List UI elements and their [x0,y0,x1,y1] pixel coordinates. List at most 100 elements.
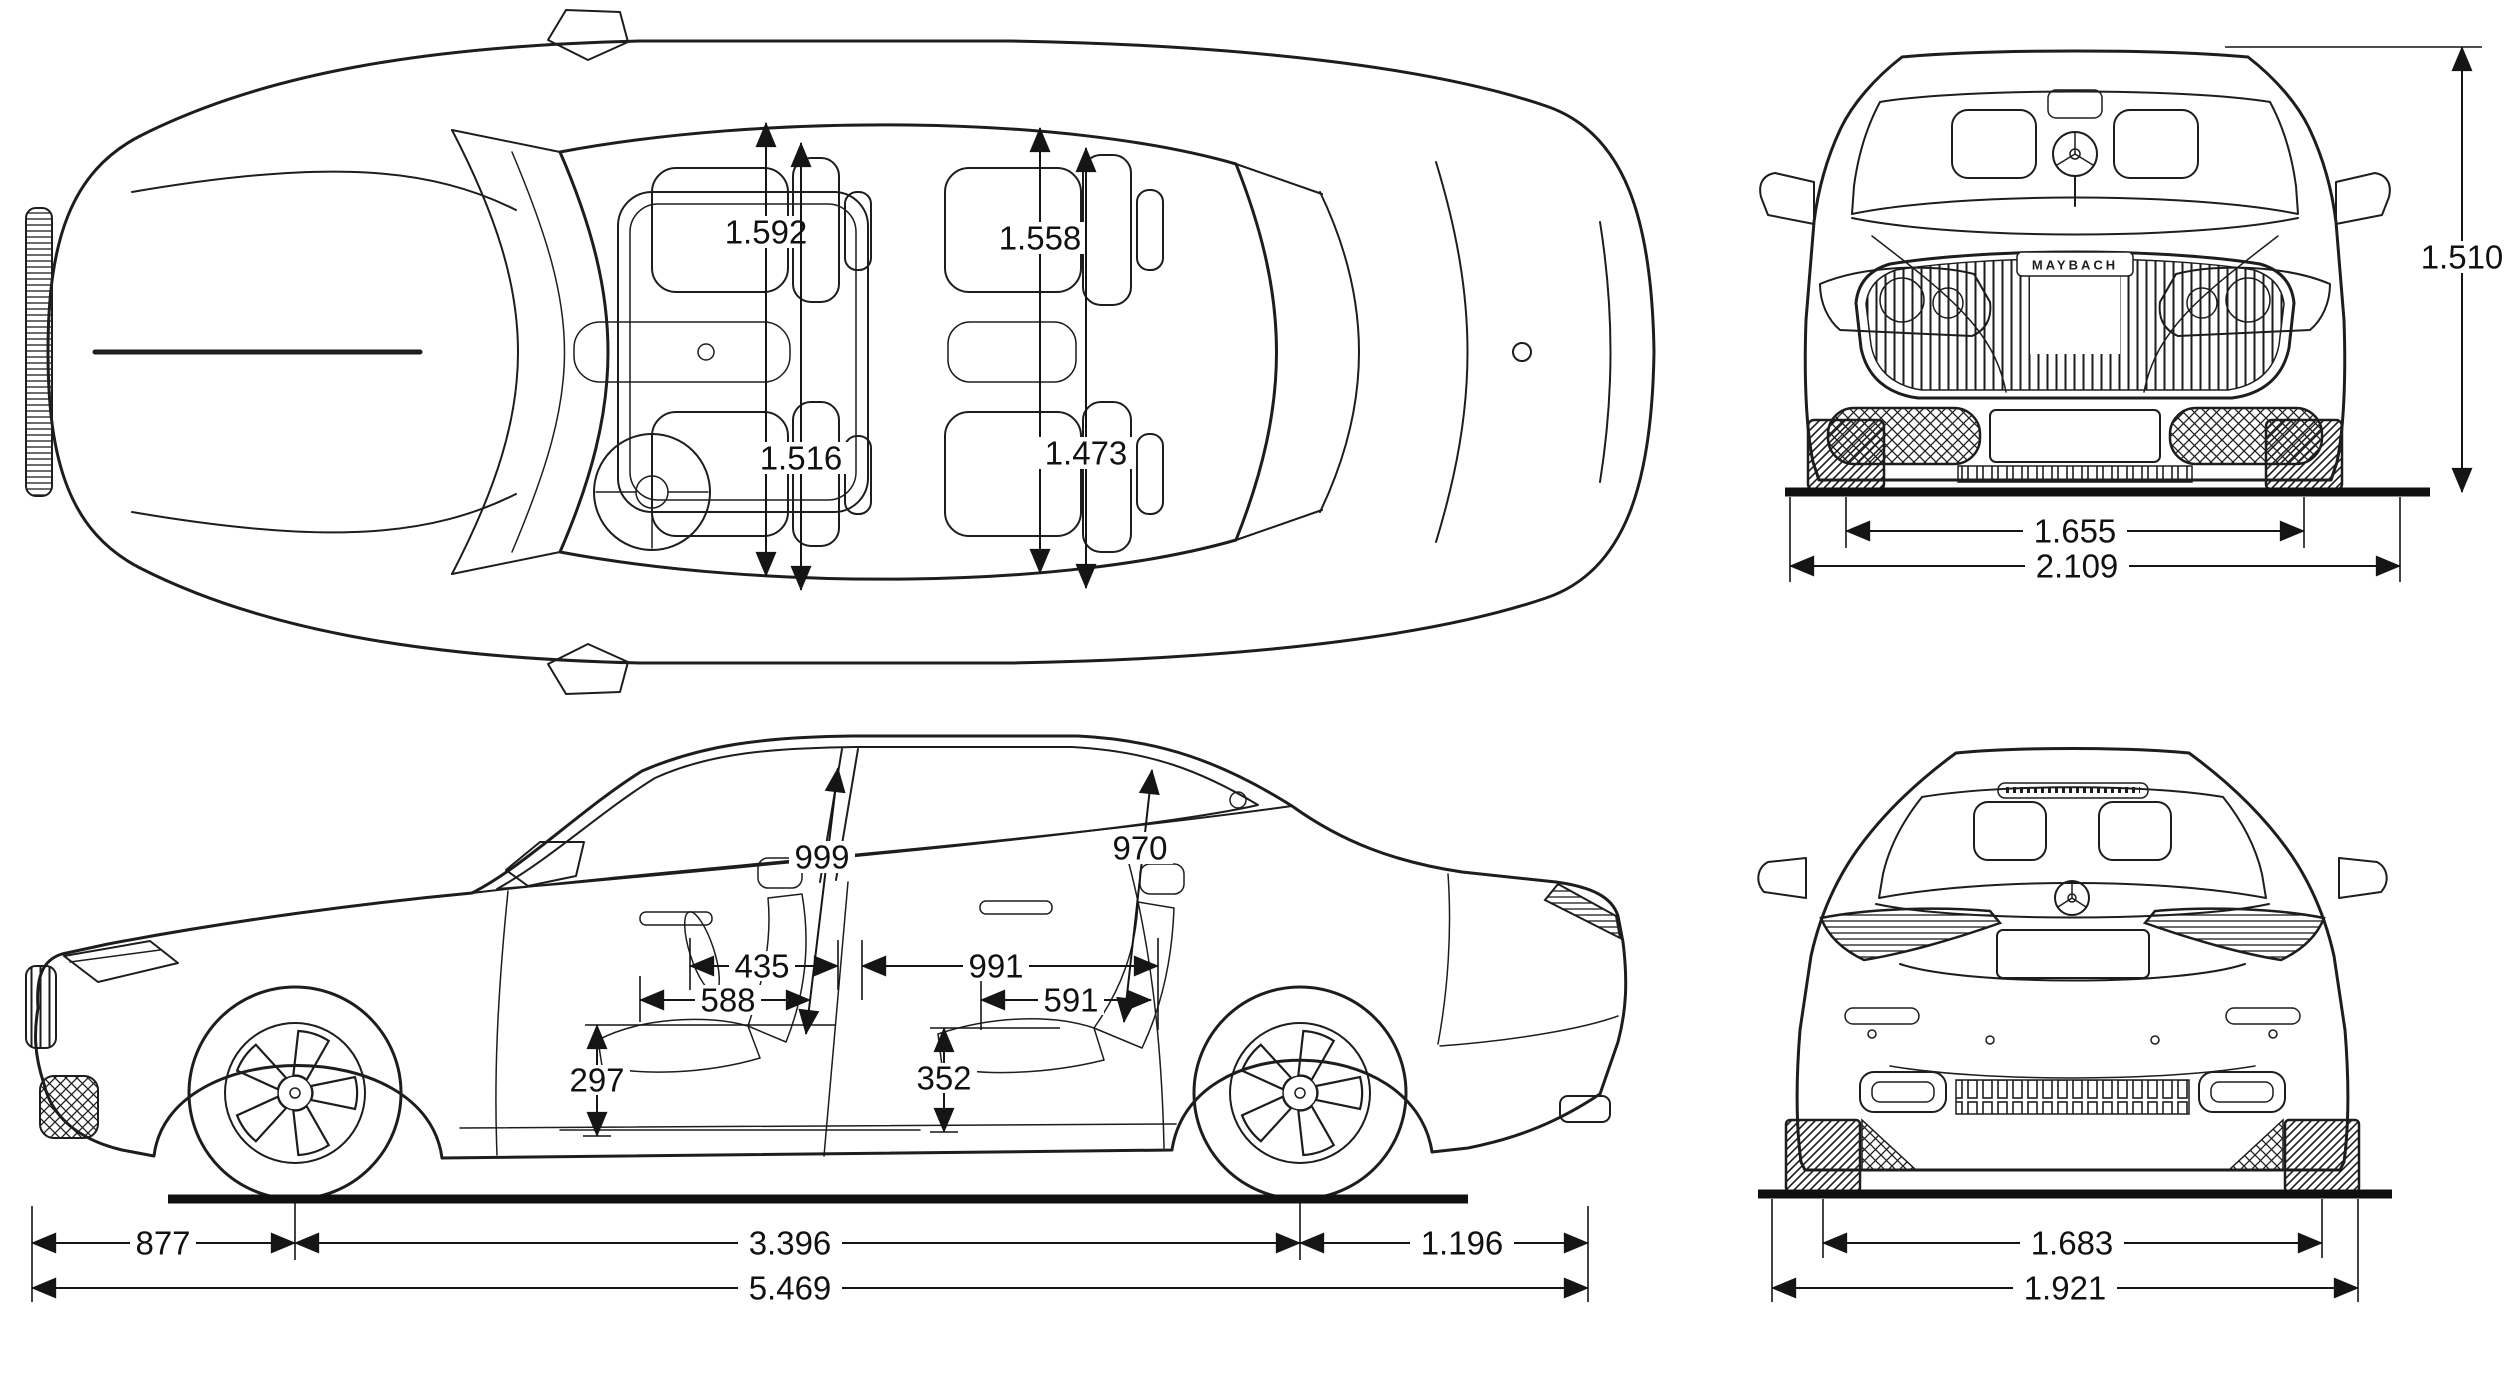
front-body-outline [1803,49,2347,482]
dim-rear-body-width: 1.921 [1770,1270,2360,1307]
dim-seat-height-front: 297 [564,1023,630,1138]
dim-label: 877 [135,1225,190,1262]
dim-label: 1.592 [725,214,808,251]
top-view: 1.592 1.516 1.558 1.473 [25,9,1656,695]
dim-label: 1.655 [2034,513,2117,550]
dim-overall-height: 1.510 [2410,45,2514,494]
front-rearview-mirror [2047,89,2103,119]
rear-body-outline [1795,747,2350,1172]
side-headlight [63,940,179,983]
top-c-pillar-upper [1235,163,1323,195]
dim-cushion-front: 588 [638,982,812,1019]
rear-taillight-left [1819,907,2003,962]
dim-headroom-rear: 970 [1107,768,1173,1024]
top-a-pillar-upper [451,129,561,153]
front-grille-badge-plate [2016,251,2134,277]
rear-exhaust-right [2198,1071,2286,1113]
top-center-console [573,321,791,383]
dim-label: 435 [734,948,789,985]
rear-reflector-right [2225,1007,2301,1025]
top-body-outline [46,39,1656,665]
side-view: 999 970 435 991 588 [25,734,1628,1307]
side-grille [25,965,57,1049]
side-exhaust-tip [1559,1095,1611,1123]
dim-label: 999 [794,839,849,876]
dim-front-overhang: 877 [30,1225,297,1262]
dim-label: 1.516 [760,440,843,477]
top-grille [25,207,53,497]
top-shifter [697,343,715,361]
rear-taillight-right [2142,907,2326,962]
top-a-pillar-lower [451,551,561,575]
dim-width-with-mirrors: 2.109 [1788,548,2402,585]
top-rear-armrest [947,321,1077,383]
dim-rear-track: 1.683 [1821,1225,2324,1262]
front-view: MAYBACH 1.510 1.655 2.109 [1759,45,2514,585]
side-body-outline [34,734,1628,1160]
dim-label: 3.396 [749,1225,832,1262]
top-trunk-cut [1435,161,1469,543]
rear-reflector-left [1844,1007,1920,1025]
dim-rear-overhang: 1.196 [1298,1225,1590,1262]
front-mirror-left [1759,172,1815,225]
rear-trunk-arc [1899,963,2246,982]
dim-shoulder-front: 1.516 [751,141,851,592]
front-hood-edge [1851,217,2299,236]
rear-headrest-left [1973,801,2047,861]
rear-view: 1.683 1.921 [1757,747,2392,1307]
dim-front-track: 1.655 [1844,513,2306,550]
rear-mirror-left [1757,857,1807,899]
dim-shoulder-rear: 1.473 [1036,146,1136,590]
top-rear-glass-arc [1319,191,1360,513]
front-license-plate [1989,409,2161,463]
dim-label: 970 [1112,830,1167,867]
rear-star-emblem [2054,880,2090,916]
side-trunk-seam [1437,873,1451,1045]
front-mirror-right [2335,172,2391,225]
top-hood-cut-upper [131,170,517,211]
rear-mudflap-right [2227,1118,2284,1171]
rear-mudflap-left [1861,1118,1918,1171]
rear-bumper-cut [1889,1065,2256,1079]
side-mirror [505,841,585,887]
rear-exhaust-left [1859,1071,1947,1113]
rear-headrest-right [2098,801,2172,861]
front-grille-radar-panel [2030,270,2120,354]
top-sunroof [617,191,869,513]
dim-cushion-rear: 591 [979,982,1153,1019]
front-headrest-right [2113,109,2199,179]
dim-headroom-front: 999 [789,766,855,1036]
side-door-handle-rear [979,900,1053,915]
top-cowl-arc [451,129,519,575]
dim-elbow-rear: 1.558 [990,126,1090,575]
rear-diffuser [1955,1079,2190,1115]
rear-license-plate [1996,929,2150,979]
dim-label: 1.558 [999,220,1082,257]
rear-mirror-right [2338,857,2388,899]
side-door-handle-front [639,911,713,926]
side-front-wheel [187,985,403,1201]
top-c-pillar-lower [1235,509,1323,541]
dim-label: 1.510 [2421,239,2504,276]
dim-label: 1.921 [2024,1270,2107,1307]
side-headlight-detail [69,949,161,963]
dim-label: 1.196 [1421,1225,1504,1262]
rear-parking-sensors [1867,1029,2278,1045]
dim-label: 2.109 [2036,548,2119,585]
side-window-outline [496,746,1259,890]
dim-seat-to-wheel: 435 [688,948,840,985]
top-sunroof-inner [629,203,857,501]
dim-label: 591 [1043,982,1098,1019]
front-star-ornament [2052,131,2098,207]
dim-label: 991 [968,948,1023,985]
top-mirror-left [547,9,629,61]
top-spoiler-edge [1599,221,1612,483]
dim-legroom-rear: 991 [860,948,1160,985]
top-rear-seat-right [944,401,1164,553]
side-rocker-trim [459,1123,1177,1129]
side-front-door-trailing [823,881,849,1157]
dim-label: 297 [569,1062,624,1099]
front-grille: MAYBACH [1854,250,2296,400]
